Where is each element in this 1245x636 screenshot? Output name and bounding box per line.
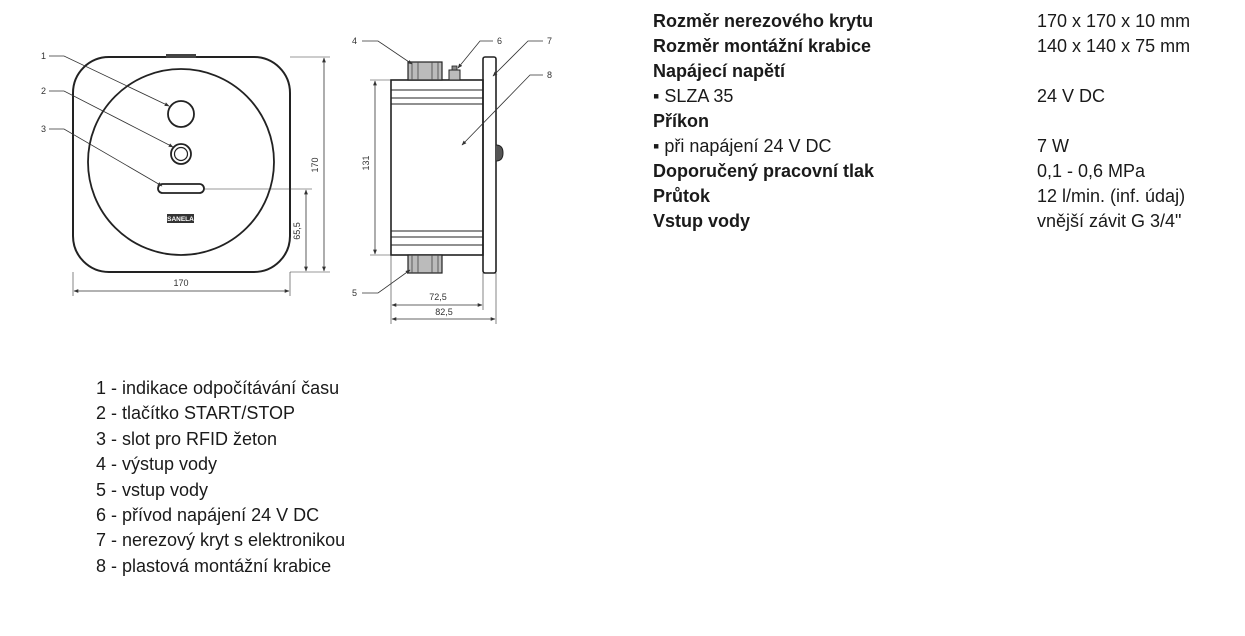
front-round-panel — [87, 68, 275, 256]
box-depth-label: 72,5 — [429, 292, 447, 302]
legend-item: 5 - vstup vody — [96, 479, 209, 500]
spec-row: Rozměr montážní krabice 140 x 140 x 75 m… — [653, 34, 1233, 59]
cover-plate — [482, 56, 497, 274]
spec-value: vnější závit G 3/4" — [1037, 211, 1182, 231]
legend-item: 2 - tlačítko START/STOP — [96, 403, 296, 424]
callout-8-leader — [461, 74, 543, 146]
spec-row: ▪ při napájení 24 V DC 7 W — [653, 134, 1233, 159]
callout-4-label: 4 — [352, 36, 357, 46]
parts-legend: 1 - indikace odpočítávání času 2 - tlačí… — [96, 376, 345, 579]
spec-value — [1037, 109, 1233, 134]
spec-value: 24 V DC — [1037, 86, 1106, 106]
spec-label: ▪ při napájení 24 V DC — [653, 136, 832, 156]
callout-2-leader — [49, 90, 174, 148]
spec-label: Vstup vody — [653, 211, 751, 231]
callout-6-label: 6 — [497, 36, 502, 46]
power-connector — [448, 69, 461, 81]
legend-item: 8 - plastová montážní krabice — [96, 555, 332, 576]
inlet-fitting — [407, 254, 443, 274]
spec-row: Vstup vody vnější závit G 3/4" — [653, 209, 1233, 234]
callout-8-label: 8 — [547, 70, 552, 80]
legend-item: 4 - výstup vody — [96, 454, 218, 475]
callout-2-label: 2 — [41, 86, 46, 96]
spec-row: Příkon — [653, 109, 1233, 134]
front-width-label: 170 — [173, 278, 188, 288]
slot-height-label: 65,5 — [292, 222, 302, 240]
technical-drawing: SANELA 1 2 3 170 170 65,5 — [41, 36, 552, 324]
rfid-slot — [157, 183, 205, 194]
total-depth-label: 82,5 — [435, 307, 453, 317]
front-height-label: 170 — [310, 157, 320, 172]
callout-1-label: 1 — [41, 51, 46, 61]
spec-label: ▪ SLZA 35 — [653, 86, 734, 106]
side-view: 4 6 7 8 5 131 72,5 82,5 — [352, 36, 552, 324]
callout-7-label: 7 — [547, 36, 552, 46]
start-stop-button-inner — [173, 146, 189, 162]
spec-label: Doporučený pracovní tlak — [653, 161, 875, 181]
callout-4-leader — [362, 40, 413, 65]
callout-5-leader — [362, 269, 411, 294]
callout-7-leader — [492, 40, 543, 77]
legend-item: 7 - nerezový kryt s elektronikou — [96, 530, 346, 551]
legend-item: 3 - slot pro RFID žeton — [96, 428, 278, 449]
countdown-indicator — [167, 100, 195, 128]
spec-value: 0,1 - 0,6 MPa — [1037, 161, 1146, 181]
spec-label: Průtok — [653, 186, 711, 206]
start-stop-button-outer — [170, 143, 192, 165]
mounting-box-body — [390, 79, 484, 256]
box-height-label: 131 — [361, 155, 371, 170]
spec-value — [1037, 59, 1233, 84]
spec-row: Doporučený pracovní tlak 0,1 - 0,6 MPa — [653, 159, 1233, 184]
brand-logo-mark — [167, 214, 194, 223]
front-view: SANELA 1 2 3 170 170 65,5 — [41, 51, 330, 296]
spec-row: Průtok 12 l/min. (inf. údaj) — [653, 184, 1233, 209]
spec-row: Rozměr nerezového krytu 170 x 170 x 10 m… — [653, 9, 1233, 34]
spec-label: Rozměr nerezového krytu — [653, 11, 874, 31]
spec-label: Příkon — [653, 111, 710, 131]
callout-6-leader — [457, 40, 493, 69]
legend-item: 6 - přívod napájení 24 V DC — [96, 505, 320, 526]
spec-value: 140 x 140 x 75 mm — [1037, 36, 1191, 56]
callout-1-leader — [49, 55, 170, 107]
callout-3-label: 3 — [41, 124, 46, 134]
spec-value: 12 l/min. (inf. údaj) — [1037, 186, 1186, 206]
callout-3-leader — [49, 128, 163, 187]
legend-item: 1 - indikace odpočítávání času — [96, 378, 340, 398]
power-connector-top — [451, 65, 458, 71]
callout-5-label: 5 — [352, 288, 357, 298]
spec-label: Napájecí napětí — [653, 61, 786, 81]
specifications-table: Rozměr nerezového krytu 170 x 170 x 10 m… — [653, 9, 1233, 234]
spec-value: 170 x 170 x 10 mm — [1037, 11, 1191, 31]
spec-value: 7 W — [1037, 136, 1070, 156]
outlet-fitting — [407, 61, 443, 81]
spec-row: ▪ SLZA 35 24 V DC — [653, 84, 1233, 109]
cover-button-bump — [495, 144, 504, 162]
front-top-tab — [166, 54, 196, 58]
spec-row: Napájecí napětí — [653, 59, 1233, 84]
brand-logo: SANELA — [167, 216, 194, 223]
spec-label: Rozměr montážní krabice — [653, 36, 872, 56]
